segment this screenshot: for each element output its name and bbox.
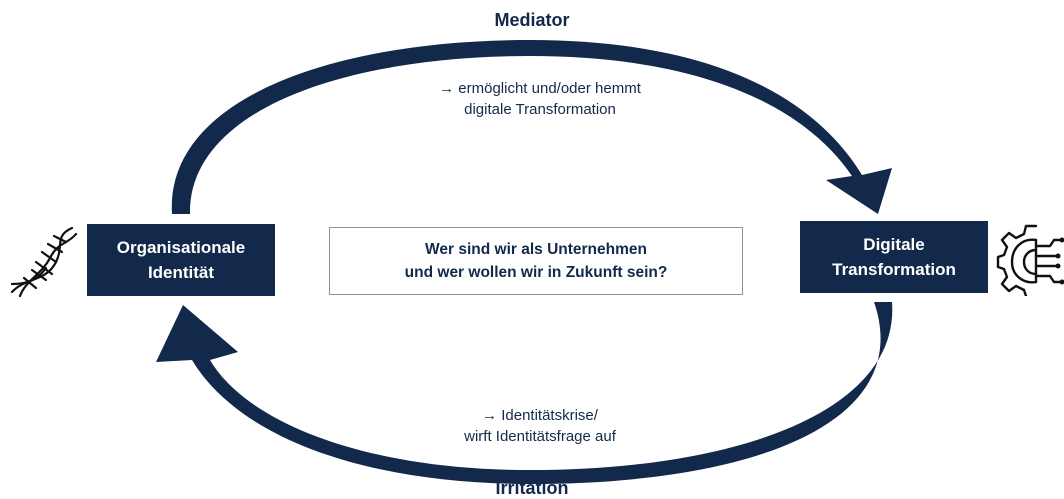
irritation-label: Irritation	[382, 478, 682, 499]
dna-icon	[6, 222, 78, 298]
digital-transformation-line2: Transformation	[832, 257, 956, 282]
mediator-note-line1: → ermöglicht und/oder hemmt	[360, 78, 720, 99]
central-question-line1: Wer sind wir als Unternehmen	[330, 238, 742, 261]
mediator-label: Mediator	[382, 10, 682, 31]
irritation-note-line2: wirft Identitätsfrage auf	[360, 426, 720, 447]
irritation-note: → Identitätskrise/ wirft Identitätsfrage…	[360, 405, 720, 447]
bottom-arc-arrow	[156, 302, 892, 484]
mediator-note: → ermöglicht und/oder hemmt digitale Tra…	[360, 78, 720, 120]
organisational-identity-line1: Organisationale	[117, 235, 245, 260]
central-question-box: Wer sind wir als Unternehmen und wer wol…	[329, 227, 743, 295]
irritation-note-line1: → Identitätskrise/	[360, 405, 720, 426]
top-arc-arrow	[172, 40, 892, 214]
central-question-line2: und wer wollen wir in Zukunft sein?	[330, 261, 742, 284]
mediator-note-line2: digitale Transformation	[360, 99, 720, 120]
organisational-identity-node: Organisationale Identität	[87, 224, 275, 296]
gear-circuit-icon	[996, 216, 1064, 296]
digital-transformation-line1: Digitale	[863, 232, 924, 257]
digital-transformation-node: Digitale Transformation	[800, 221, 988, 293]
organisational-identity-line2: Identität	[148, 260, 214, 285]
